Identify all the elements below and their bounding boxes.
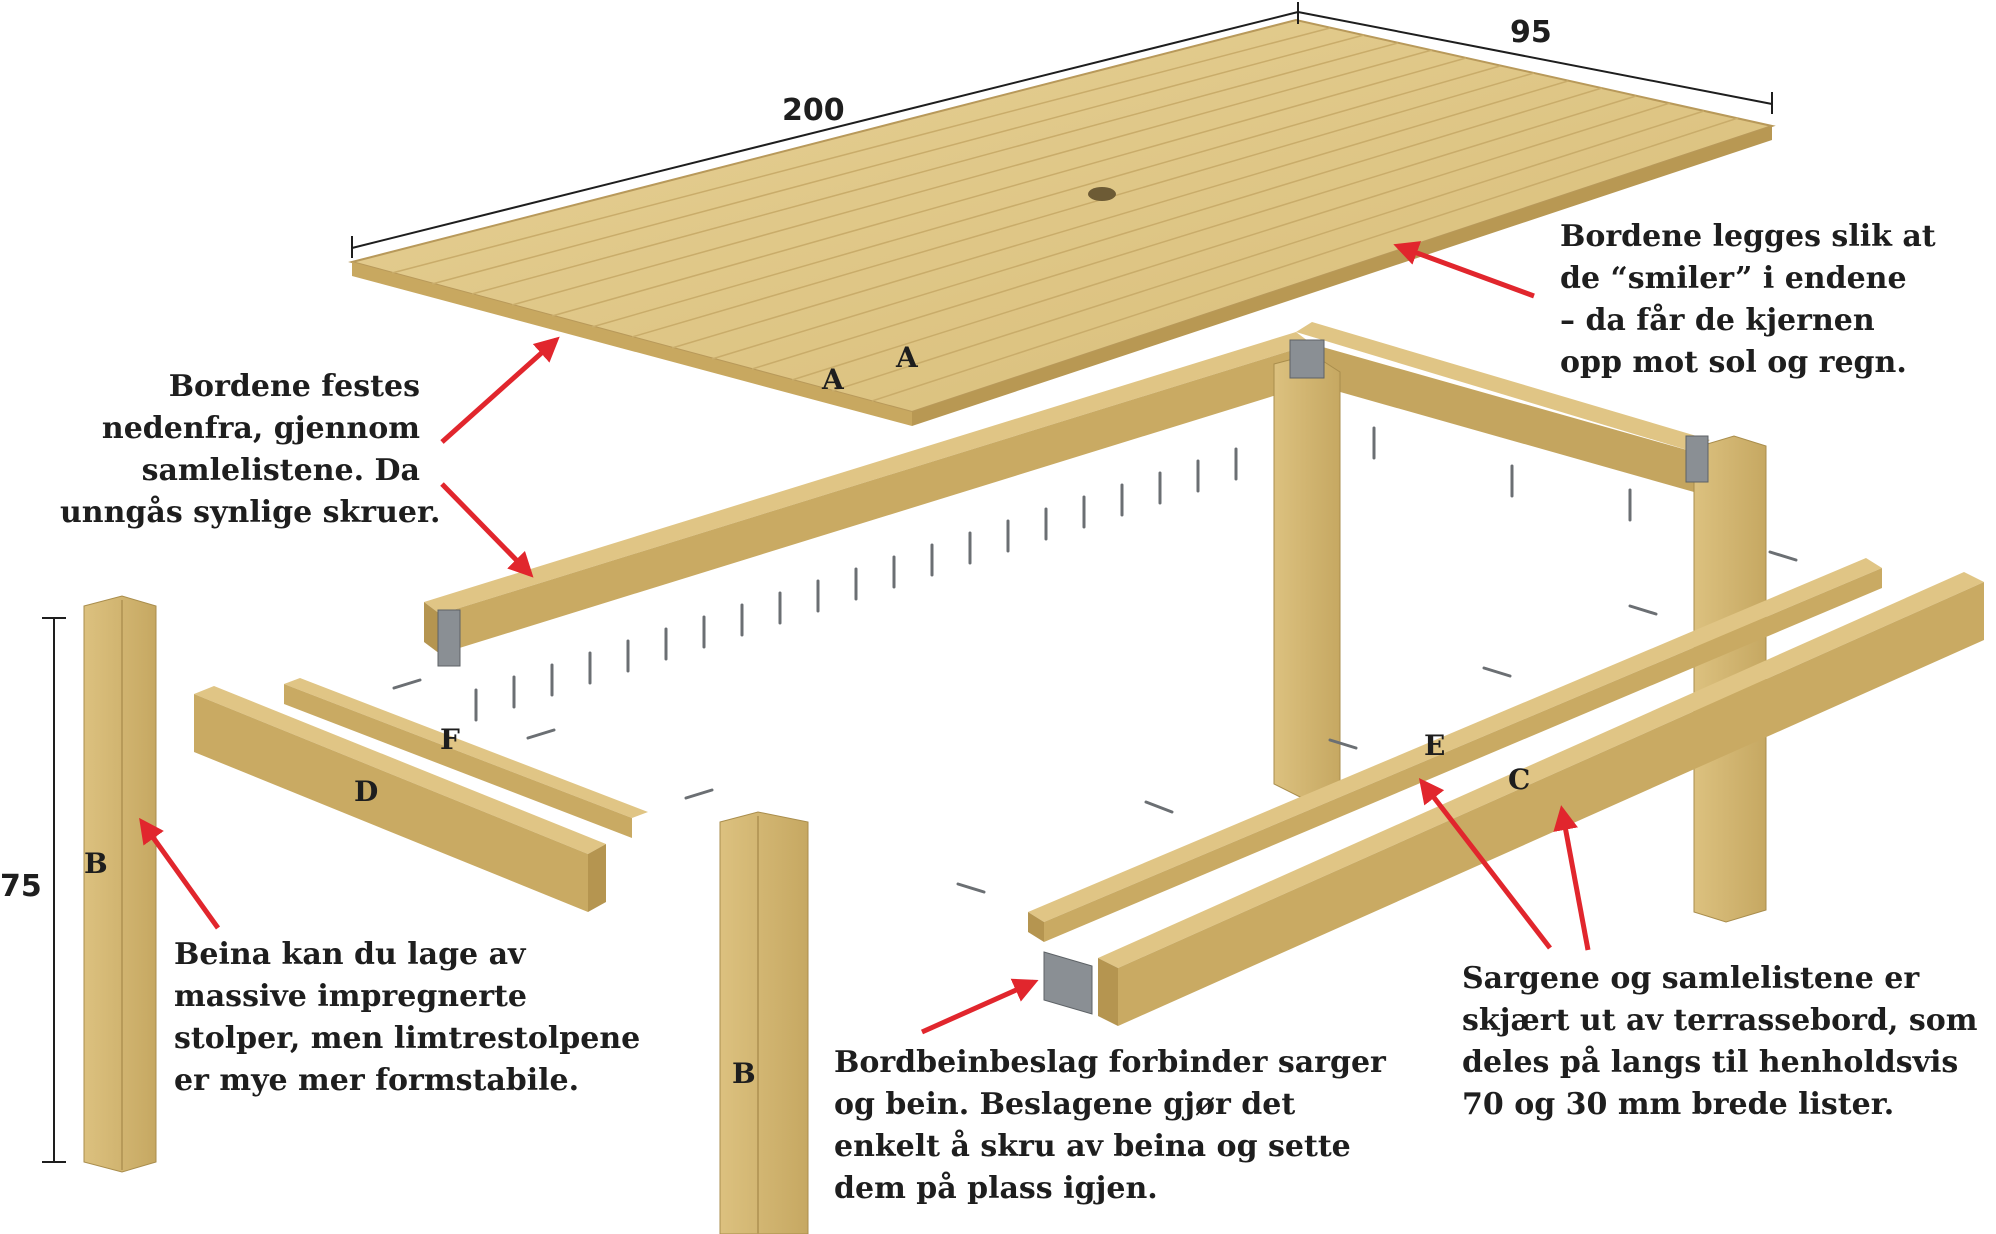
note-line: er mye mer formstabile.	[174, 1063, 580, 1098]
back-frame	[424, 322, 1767, 923]
part-label-b: B	[732, 1057, 756, 1090]
corner-bracket	[1289, 339, 1325, 379]
table-top-surface	[348, 18, 1776, 414]
arrow-bracket	[920, 978, 1039, 1035]
note-line: – da får de kjernen	[1560, 303, 1875, 338]
note-line: Sargene og samlelistene er	[1462, 961, 1920, 996]
loose-strip-e	[1028, 558, 1882, 942]
note-line: Beina kan du lage av	[174, 937, 526, 972]
note-line: unngås synlige skruer.	[60, 495, 441, 530]
note-rails: Sargene og samlelistene er skjært ut av …	[1462, 958, 1977, 1126]
table-top-front-edge	[352, 262, 912, 426]
loose-rail-c	[1043, 572, 1984, 1026]
note-smile: Bordene legges slik at de “smiler” i end…	[1560, 216, 1936, 384]
part-label-c: C	[1508, 763, 1531, 796]
note-line: skjært ut av terrassebord, som	[1462, 1003, 1978, 1038]
arrow-top	[440, 336, 560, 444]
umbrella-hole	[1088, 187, 1116, 201]
long-rail	[424, 332, 1312, 614]
leg-b-front	[719, 811, 809, 1234]
part-label-f: F	[440, 723, 460, 756]
short-rail-top	[1296, 322, 1710, 452]
arrow-leg	[139, 817, 221, 930]
note-line: de “smiler” i endene	[1560, 261, 1907, 296]
note-line: enkelt å skru av beina og sette	[834, 1129, 1351, 1164]
table-top	[348, 18, 1776, 426]
callout-arrows	[139, 241, 1591, 1035]
arrow-smile	[1393, 241, 1535, 299]
note-fasten: Bordene festes nedenfra, gjennom samleli…	[60, 366, 441, 534]
note-line: Bordene festes	[168, 369, 420, 404]
note-line: Bordbeinbeslag forbinder sarger	[834, 1045, 1386, 1080]
arrow-e	[1418, 778, 1552, 950]
note-line: samlelistene. Da	[141, 453, 420, 488]
dimension-lines	[42, 2, 1773, 1163]
note-line: massive impregnerte	[174, 979, 527, 1014]
arrow-c	[1553, 805, 1591, 951]
note-line: opp mot sol og regn.	[1560, 345, 1907, 380]
dimension-width: 95	[1510, 15, 1552, 50]
part-label-b: B	[84, 847, 108, 880]
note-line: 70 og 30 mm brede lister.	[1462, 1087, 1895, 1122]
note-line: Bordene legges slik at	[1560, 219, 1936, 254]
part-label-a: A	[896, 341, 918, 374]
corner-bracket	[437, 609, 461, 667]
corner-bracket	[1685, 435, 1709, 483]
part-label-a: A	[822, 363, 844, 396]
note-bracket: Bordbeinbeslag forbinder sarger og bein.…	[834, 1042, 1386, 1210]
leg-bracket	[1043, 951, 1093, 1015]
note-line: og bein. Beslagene gjør det	[834, 1087, 1296, 1122]
note-line: dem på plass igjen.	[834, 1171, 1158, 1206]
dimension-height: 75	[0, 869, 42, 904]
back-leg	[1273, 353, 1341, 799]
plank-seams	[391, 27, 1739, 402]
note-line: nedenfra, gjennom	[101, 411, 420, 446]
note-legs: Beina kan du lage av massive impregnerte…	[174, 934, 640, 1102]
arrow-rail	[440, 482, 534, 578]
table-top-side-edge	[912, 126, 1772, 426]
part-label-d: D	[354, 775, 379, 808]
dimension-line-length	[351, 11, 1299, 249]
note-line: deles på langs til henholdsvis	[1462, 1045, 1959, 1080]
leg-b-left	[83, 595, 157, 1173]
dimension-line-width	[1297, 11, 1773, 105]
part-label-e: E	[1424, 729, 1446, 762]
loose-rail-d	[194, 686, 606, 912]
note-line: stolper, men limtrestolpene	[174, 1021, 641, 1056]
dimension-length: 200	[782, 93, 845, 128]
loose-strip-f	[284, 678, 648, 838]
screws	[392, 426, 1798, 894]
